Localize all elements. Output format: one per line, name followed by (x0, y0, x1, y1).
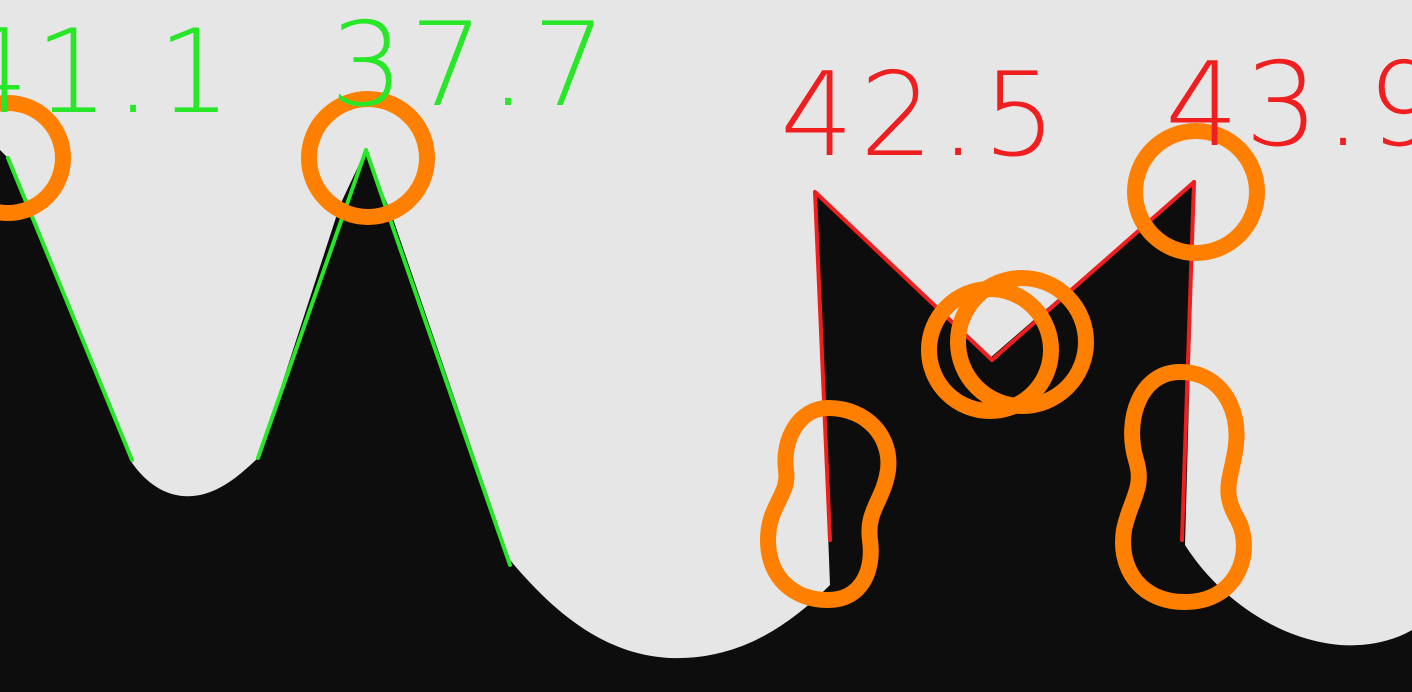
measure-line-2-left (256, 148, 368, 460)
detection-markers (0, 91, 1265, 611)
measure-line-4-right (1180, 180, 1196, 542)
peak-marker-1 (0, 95, 71, 221)
root-marker-right (1115, 363, 1252, 611)
measurement-label-4: 43.9 (1165, 38, 1412, 173)
measurement-label-2: 37.7 (330, 0, 612, 133)
peak-marker-4 (1127, 123, 1265, 261)
measurement-label-1: 41.1 (0, 5, 237, 140)
valley-marker-b (950, 270, 1094, 414)
measurement-label-3: 42.5 (780, 48, 1062, 183)
measure-line-4-left (990, 180, 1196, 362)
thread-profile (0, 150, 1412, 692)
measure-line-3-left (813, 190, 832, 542)
peak-marker-2 (301, 91, 435, 225)
root-marker-left (759, 399, 897, 609)
